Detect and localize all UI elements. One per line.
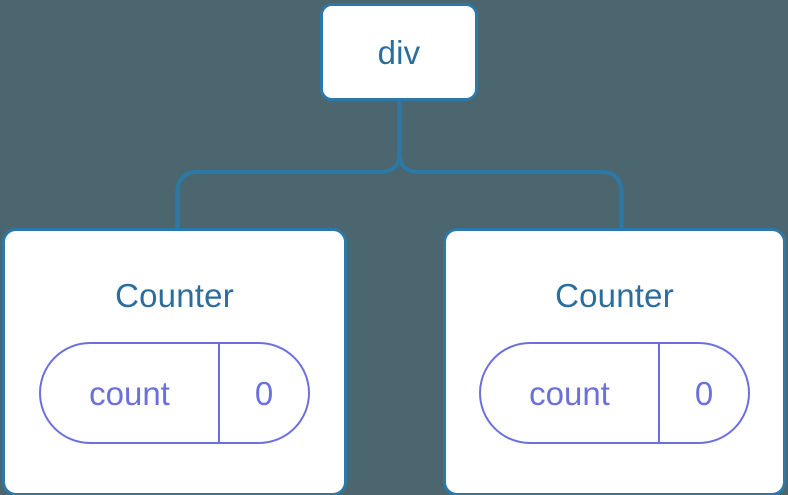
state-key-cell-right: count xyxy=(481,344,658,442)
node-counter-left[interactable]: Counter count 0 xyxy=(2,228,347,495)
state-key-left: count xyxy=(89,374,170,412)
node-div[interactable]: div xyxy=(320,3,478,101)
state-value-left: 0 xyxy=(254,374,274,412)
state-pill-right: count 0 xyxy=(479,342,750,444)
state-key-right: count xyxy=(529,374,610,412)
node-div-label: div xyxy=(377,33,421,71)
edge-root-to-right-counter xyxy=(397,99,624,231)
edge-root-to-left-counter xyxy=(175,99,402,231)
state-value-cell-right: 0 xyxy=(658,344,748,442)
state-value-right: 0 xyxy=(694,374,714,412)
node-counter-right[interactable]: Counter count 0 xyxy=(443,228,786,495)
node-counter-right-label: Counter xyxy=(555,277,674,314)
state-pill-left: count 0 xyxy=(39,342,310,444)
node-counter-left-label: Counter xyxy=(115,277,234,314)
state-value-cell-left: 0 xyxy=(218,344,308,442)
state-key-cell-left: count xyxy=(41,344,218,442)
